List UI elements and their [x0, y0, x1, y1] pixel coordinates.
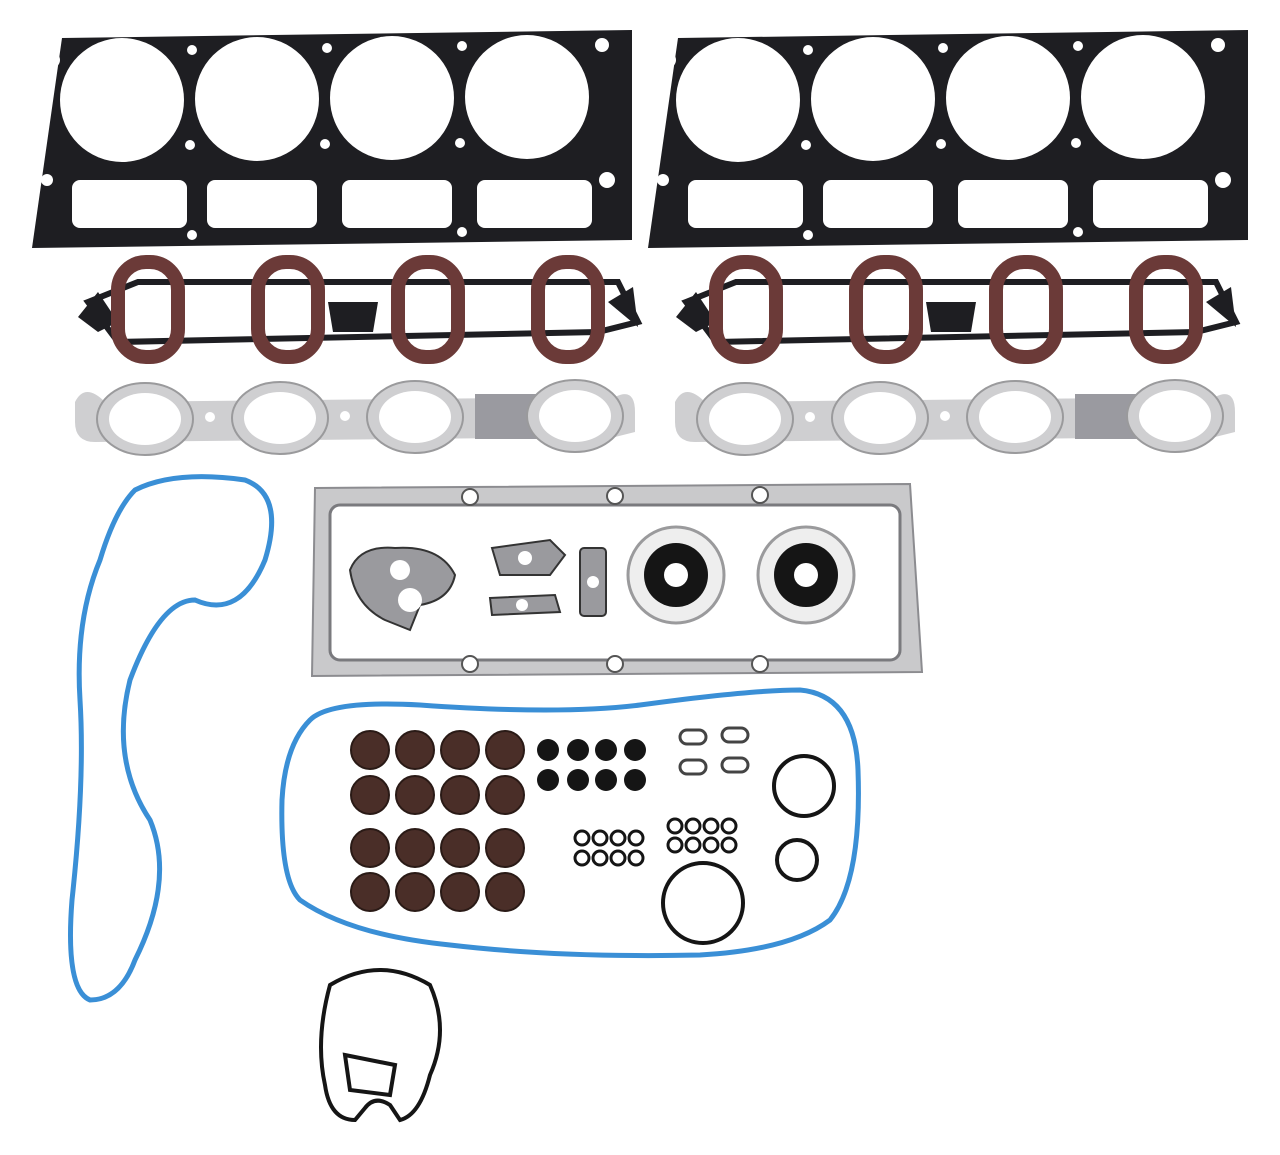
black-seal-icon	[595, 769, 617, 791]
valve-stem-seal-icon	[440, 730, 480, 770]
black-seal-icon	[624, 769, 646, 791]
black-seal-icon	[567, 769, 589, 791]
black-seal-icon	[537, 769, 559, 791]
small-o-ring-icon	[684, 817, 702, 835]
small-o-ring-icon	[720, 836, 738, 854]
intake-gasket-left-icon	[78, 262, 638, 357]
valve-stem-seal-icon	[485, 730, 525, 770]
small-o-ring-icon	[591, 849, 609, 867]
black-seal-icon	[567, 739, 589, 761]
valve-stem-seal-icon	[485, 775, 525, 815]
valve-stem-seal-icon	[440, 872, 480, 912]
black-seal-icon	[595, 739, 617, 761]
valve-clip-group	[678, 726, 750, 776]
valve-stem-seal-icon	[350, 872, 390, 912]
small-o-ring-icon	[627, 849, 645, 867]
small-o-ring-icon	[666, 817, 684, 835]
small-o-ring-icon	[609, 849, 627, 867]
small-o-ring-icon	[591, 829, 609, 847]
small-o-ring-icon	[684, 836, 702, 854]
valve-stem-seal-icon	[350, 730, 390, 770]
valve-stem-seal-icon	[395, 730, 435, 770]
valve-stem-seal-icon	[395, 828, 435, 868]
valve-stem-seal-icon	[440, 828, 480, 868]
head-gasket-right-icon	[648, 30, 1248, 248]
black-seal-icon	[624, 739, 646, 761]
valve-stem-seal-icon	[350, 828, 390, 868]
blue-cover-seal-center-icon	[279, 687, 861, 959]
small-o-ring-icon	[702, 836, 720, 854]
valley-cover-gasket-icon	[310, 482, 924, 678]
intake-gasket-right-icon	[676, 262, 1236, 357]
small-o-ring-icon	[573, 829, 591, 847]
exhaust-gasket-right-icon	[674, 379, 1236, 456]
small-o-ring-icon	[627, 829, 645, 847]
black-seal-group	[537, 739, 646, 791]
valve-stem-seal-icon	[395, 775, 435, 815]
small-o-ring-group	[573, 817, 738, 867]
o-ring-bottom-center-icon	[661, 861, 745, 945]
valve-stem-seal-icon	[485, 872, 525, 912]
bottom-gasket-icon	[319, 968, 442, 1123]
black-seal-icon	[537, 739, 559, 761]
valve-stem-seal-icon	[350, 775, 390, 815]
o-ring-small-right-icon	[775, 838, 819, 882]
valve-stem-seal-icon	[440, 775, 480, 815]
head-gasket-left-icon	[32, 30, 632, 248]
small-o-ring-icon	[609, 829, 627, 847]
small-o-ring-icon	[720, 817, 738, 835]
small-o-ring-icon	[702, 817, 720, 835]
blue-cover-seal-left-icon	[68, 474, 275, 1003]
o-ring-large-right-icon	[772, 754, 836, 818]
valve-stem-seal-group	[350, 730, 525, 912]
exhaust-gasket-left-icon	[74, 379, 636, 456]
valve-stem-seal-icon	[485, 828, 525, 868]
valve-stem-seal-icon	[395, 872, 435, 912]
small-o-ring-icon	[666, 836, 684, 854]
small-o-ring-icon	[573, 849, 591, 867]
